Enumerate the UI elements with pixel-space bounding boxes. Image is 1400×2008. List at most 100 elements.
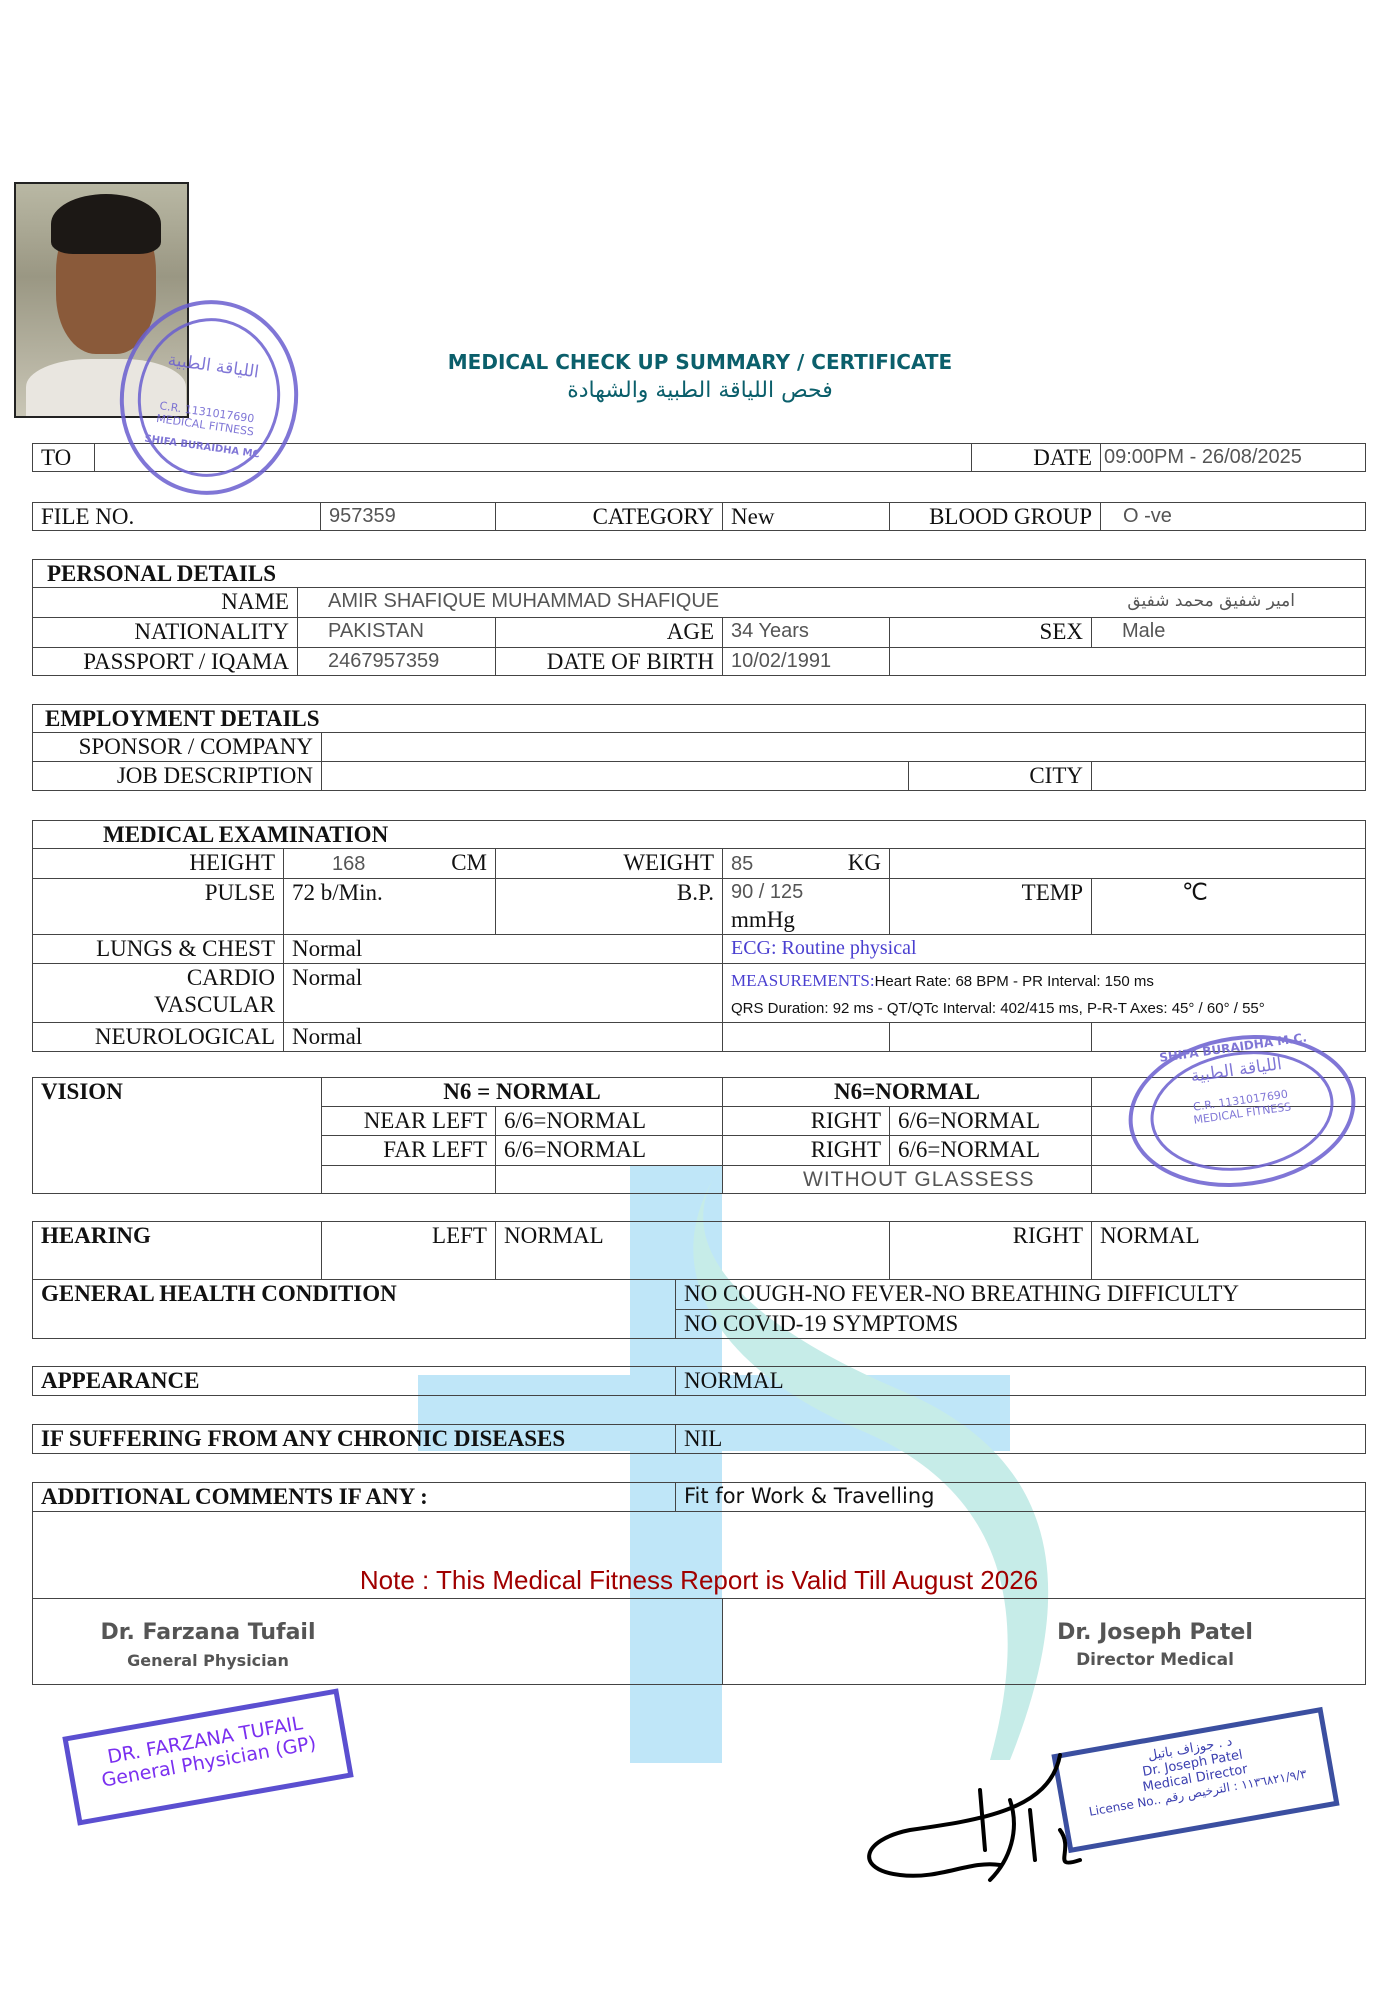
far-right-label: RIGHT [722, 1135, 890, 1166]
temp-label: TEMP [889, 878, 1092, 935]
name-label: NAME [32, 587, 298, 618]
far-right-value: 6/6=NORMAL [889, 1135, 1092, 1166]
date-value: 09:00PM - 26/08/2025 [1100, 443, 1366, 472]
city-label: CITY [908, 761, 1092, 791]
left-doctor-title: General Physician [127, 1651, 289, 1670]
weight-label: WEIGHT [495, 848, 723, 879]
height-label: HEIGHT [32, 848, 284, 879]
chronic-value: NIL [675, 1424, 1366, 1454]
without-glasses: WITHOUT GLASSESS [722, 1165, 1092, 1194]
vision-right-head: N6=NORMAL [722, 1077, 1092, 1107]
title-en: MEDICAL CHECK UP SUMMARY / CERTIFICATE [447, 350, 953, 374]
vision-left-head: N6 = NORMAL [321, 1077, 723, 1107]
passport-label: PASSPORT / IQAMA [32, 647, 298, 676]
ecg-text: ECG: Routine physical [722, 934, 1366, 964]
dob-value: 10/02/1991 [722, 647, 890, 676]
job-value [321, 761, 909, 791]
name-value: AMIR SHAFIQUE MUHAMMAD SHAFIQUE [297, 587, 1092, 618]
sex-value: Male [1091, 617, 1366, 648]
city-value [1091, 761, 1366, 791]
pulse-value: 72 b/Min. [283, 878, 496, 935]
weight-unit: KG [847, 850, 881, 875]
sponsor-value [321, 732, 1366, 762]
blood-group-value: O -ve [1100, 502, 1366, 531]
date-label: DATE [971, 443, 1101, 472]
employment-details-table: EMPLOYMENT DETAILS SPONSOR / COMPANY JOB… [32, 704, 1366, 791]
title-ar: فحص اللياقة الطبية والشهادة [567, 378, 833, 403]
nationality-label: NATIONALITY [32, 617, 298, 648]
cardio-value: Normal [283, 963, 723, 1023]
hearing-right-value: NORMAL [1091, 1221, 1366, 1280]
neuro-label: NEUROLOGICAL [32, 1022, 284, 1052]
file-value: 957359 [320, 502, 496, 531]
dob-label: DATE OF BIRTH [495, 647, 723, 676]
to-value [94, 443, 972, 472]
left-doctor-name: Dr. Farzana Tufail [100, 1620, 316, 1645]
comments-table: ADDITIONAL COMMENTS IF ANY :Fit for Work… [32, 1482, 1366, 1685]
lungs-label: LUNGS & CHEST [32, 934, 284, 964]
right-doctor-title: Director Medical [1076, 1650, 1234, 1670]
age-value: 34 Years [722, 617, 890, 648]
general-heading: GENERAL HEALTH CONDITION [32, 1279, 676, 1339]
hearing-left-value: NORMAL [495, 1221, 890, 1280]
bp-value: 90 / 125 [731, 881, 804, 903]
personal-heading: PERSONAL DETAILS [32, 559, 1366, 588]
measurements-line-2: QRS Duration: 92 ms - QT/QTc Interval: 4… [731, 1000, 1265, 1017]
sex-label: SEX [889, 617, 1092, 648]
weight-value: 85 [731, 853, 754, 875]
bp-label: B.P. [495, 878, 723, 935]
far-left-label: FAR LEFT [321, 1135, 496, 1166]
blood-group-label: BLOOD GROUP [889, 502, 1101, 531]
neuro-value: Normal [283, 1022, 723, 1052]
measurements-line-1: Heart Rate: 68 BPM - PR Interval: 150 ms [874, 973, 1154, 990]
category-label: CATEGORY [495, 502, 723, 531]
near-right-value: 6/6=NORMAL [889, 1106, 1092, 1136]
medical-examination-table: MEDICAL EXAMINATION HEIGHT 168 CM WEIGHT 85 K… [32, 820, 1366, 1052]
job-label: JOB DESCRIPTION [32, 761, 322, 791]
pulse-label: PULSE [32, 878, 284, 935]
hearing-left-label: LEFT [321, 1221, 496, 1280]
height-unit: CM [451, 850, 487, 875]
lungs-value: Normal [283, 934, 723, 964]
hearing-right-label: RIGHT [889, 1221, 1092, 1280]
category-value: New [722, 502, 890, 531]
comments-heading: ADDITIONAL COMMENTS IF ANY : [32, 1482, 676, 1512]
sponsor-label: SPONSOR / COMPANY [32, 732, 322, 762]
general-line-1: NO COUGH-NO FEVER-NO BREATHING DIFFICULT… [675, 1279, 1366, 1310]
chronic-heading: IF SUFFERING FROM ANY CHRONIC DISEASES [32, 1424, 676, 1454]
cardio-label-1: CARDIO [186, 965, 275, 990]
near-left-label: NEAR LEFT [321, 1106, 496, 1136]
file-label: FILE NO. [32, 502, 321, 531]
comments-value: Fit for Work & Travelling [675, 1482, 1366, 1512]
vision-heading: VISION [32, 1077, 322, 1194]
near-right-label: RIGHT [722, 1106, 890, 1136]
right-doctor-name: Dr. Joseph Patel [1057, 1620, 1253, 1645]
medical-heading: MEDICAL EXAMINATION [32, 820, 1366, 849]
measurements-label: MEASUREMENTS: [731, 971, 875, 990]
nationality-value: PAKISTAN [297, 617, 496, 648]
passport-value: 2467957359 [297, 647, 496, 676]
temp-unit: ℃ [1091, 878, 1366, 935]
general-line-2: NO COVID-19 SYMPTOMS [675, 1309, 1366, 1339]
name-arabic: امير شفيق محمد شفيق [1091, 587, 1366, 618]
far-left-value: 6/6=NORMAL [495, 1135, 723, 1166]
bp-unit: mmHg [731, 907, 795, 932]
hearing-heading: HEARING [32, 1221, 322, 1280]
near-left-value: 6/6=NORMAL [495, 1106, 723, 1136]
employment-heading: EMPLOYMENT DETAILS [32, 704, 1366, 733]
height-value: 168 [332, 853, 366, 875]
appearance-value: NORMAL [675, 1366, 1366, 1396]
cardio-label-2: VASCULAR [154, 992, 275, 1017]
appearance-heading: APPEARANCE [32, 1366, 676, 1396]
validity-note: Note : This Medical Fitness Report is Va… [32, 1511, 1366, 1599]
